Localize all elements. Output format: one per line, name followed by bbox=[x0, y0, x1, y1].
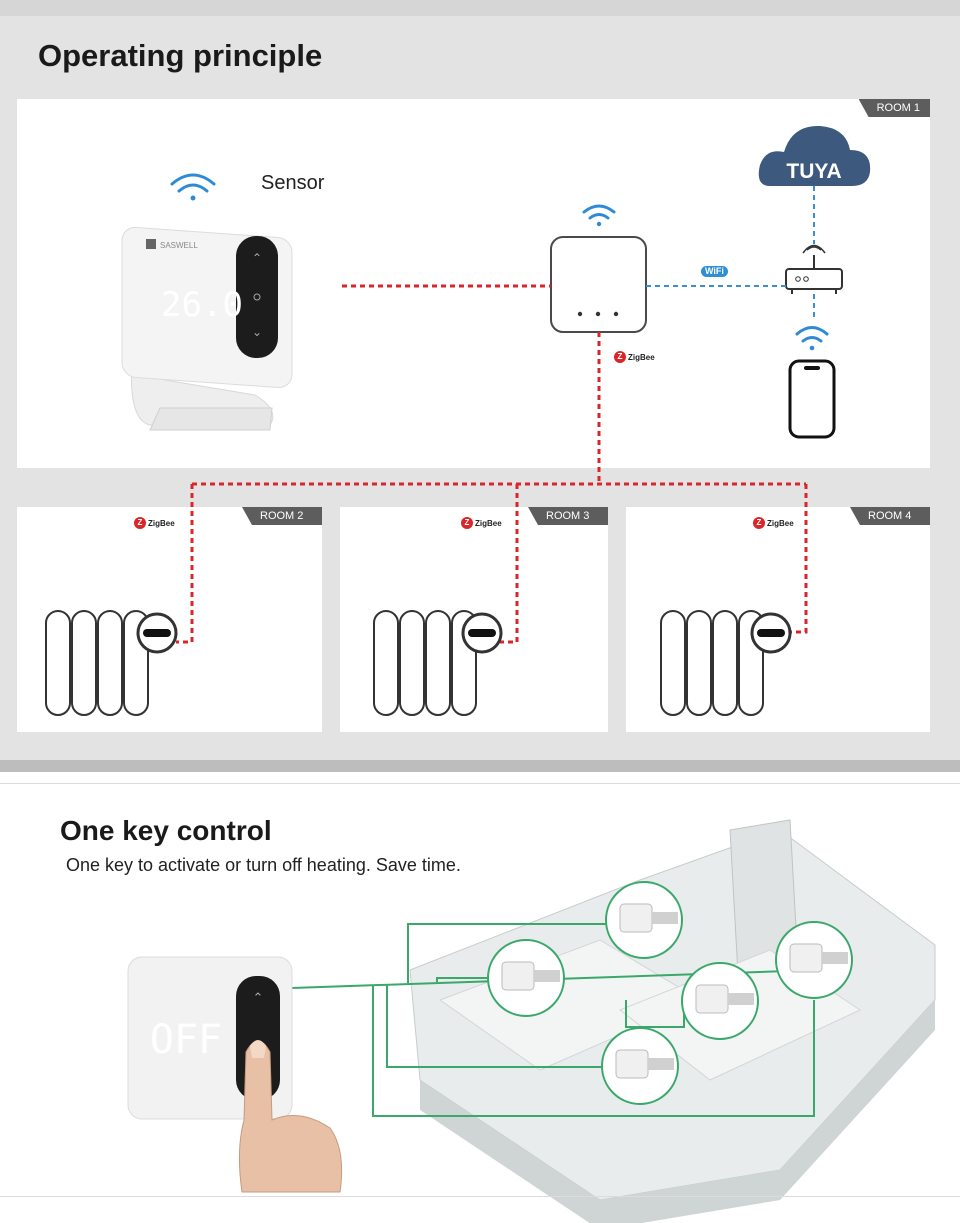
wifi-icon bbox=[795, 326, 829, 351]
cloud-icon: TUYA bbox=[758, 125, 871, 186]
finger-icon bbox=[238, 1040, 343, 1193]
smartphone-icon bbox=[788, 359, 836, 439]
radiator-icon bbox=[45, 610, 149, 716]
section-title-one-key: One key control bbox=[60, 815, 272, 846]
thermostat-display: 26.0 bbox=[161, 285, 243, 325]
top-band bbox=[0, 0, 960, 16]
panel-shadow bbox=[0, 760, 960, 772]
house-illustration bbox=[409, 819, 936, 1223]
wifi-logo: WiFi bbox=[701, 266, 728, 277]
trv-bubble bbox=[601, 1027, 679, 1105]
section-title-operating: Operating principle bbox=[38, 38, 323, 73]
thermostat-brand: SASWELL bbox=[160, 241, 198, 250]
svg-text:⌃: ⌃ bbox=[252, 251, 262, 265]
trv-valve-icon bbox=[461, 612, 503, 654]
trv-valve-icon bbox=[750, 612, 792, 654]
svg-text:⌃: ⌃ bbox=[253, 990, 264, 1005]
trv-bubble bbox=[605, 881, 683, 959]
room-tag-3: ROOM 3 bbox=[528, 507, 608, 525]
bottom-divider bbox=[0, 1196, 960, 1197]
room-tag-1: ROOM 1 bbox=[858, 99, 930, 117]
sensor-label: Sensor bbox=[261, 172, 325, 194]
gateway-hub bbox=[550, 236, 647, 333]
radiator-icon bbox=[373, 610, 477, 716]
room-tag-2: ROOM 2 bbox=[242, 507, 322, 525]
radiator-icon bbox=[660, 610, 764, 716]
thermostat-device: ⌃ ⌄ 26.0 SASWELL bbox=[121, 226, 293, 431]
wifi-icon bbox=[170, 173, 216, 201]
trv-bubble bbox=[487, 939, 565, 1017]
cloud-label: TUYA bbox=[786, 160, 841, 183]
section-subtitle-one-key: One key to activate or turn off heating.… bbox=[66, 855, 461, 875]
trv-bubble bbox=[681, 962, 759, 1040]
svg-text:⌄: ⌄ bbox=[252, 325, 262, 339]
room-tag-4: ROOM 4 bbox=[850, 507, 930, 525]
zigbee-link-radiators bbox=[176, 332, 808, 644]
trv-bubble bbox=[775, 921, 853, 999]
device-display: OFF bbox=[150, 1017, 222, 1063]
router-icon bbox=[785, 244, 843, 294]
section-divider bbox=[0, 783, 960, 784]
trv-valve-icon bbox=[136, 612, 178, 654]
wifi-icon bbox=[582, 204, 616, 227]
